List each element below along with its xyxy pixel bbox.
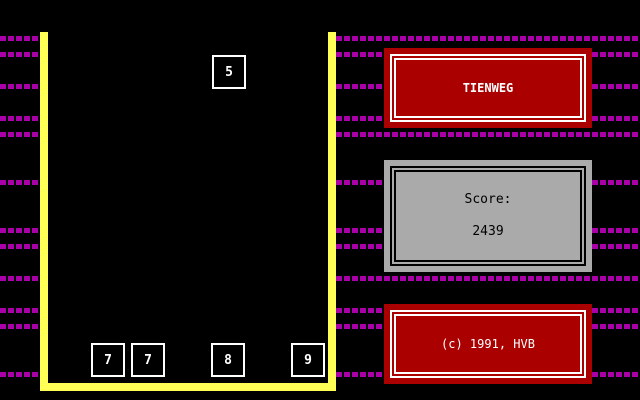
stack-tile: 7 [131,343,165,377]
score-panel: Score: 2439 [384,160,592,272]
score-label: Score: [464,192,512,207]
well-interior [48,32,328,383]
floor [40,383,336,391]
score-value: 2439 [472,224,504,239]
game-title: TIENWEG [462,81,514,95]
stack-tile: 7 [91,343,125,377]
falling-tile: 5 [212,55,246,89]
copyright-text: (c) 1991, HVB [441,337,535,351]
stack-tile: 8 [211,343,245,377]
left-wall [40,32,48,391]
title-panel: TIENWEG [384,48,592,128]
right-wall [328,32,336,391]
stack-tile: 9 [291,343,325,377]
copyright-panel: (c) 1991, HVB [384,304,592,384]
